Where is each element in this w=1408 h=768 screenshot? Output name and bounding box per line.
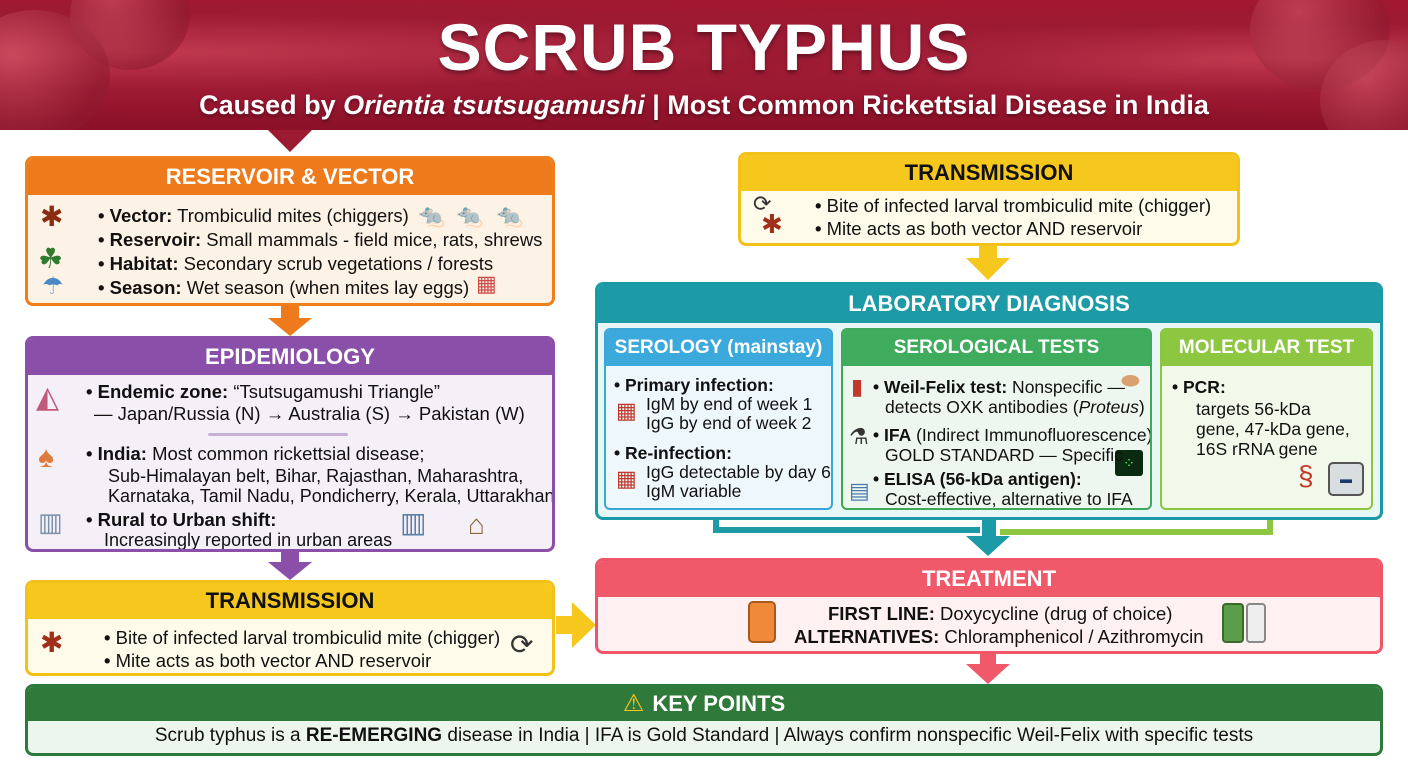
key-points-header: ⚠ KEY POINTS [28,687,1380,721]
calendar-icon: ▦ [616,466,637,491]
reservoir-vector-title: RESERVOIR & VECTOR [28,159,552,195]
pcr-line-2: gene, 47-kDa gene, [1196,419,1350,439]
house-icon: ⌂ [468,509,485,540]
mouse-icon: 🐀 [496,203,524,228]
pill-bottle-icon [1246,603,1266,643]
tick-icon: ✱ [40,201,64,232]
molecular-test-title: MOLECULAR TEST [1162,330,1371,366]
pcr-line-3: 16S rRNA gene [1196,439,1318,459]
treatment-box: TREATMENT FIRST LINE: Doxycycline (drug … [595,558,1383,654]
tick-icon: ✱ [40,627,64,658]
serological-tests-box: SEROLOGICAL TESTS ▮ ⬬ ⚗ ⁘ ▤ • Weil-Felix… [841,328,1152,510]
warning-icon: ⚠ [622,690,645,717]
endemic-zone-item: • Endemic zone: “Tsutsugamushi Triangle” [86,381,440,402]
city-icon: ▥ [400,507,427,538]
calendar-icon: ▦ [476,271,497,296]
header-banner: SCRUB TYPHUS Caused by Orientia tsutsuga… [0,0,1408,130]
key-points-box: ⚠ KEY POINTS Scrub typhus is a RE-EMERGIN… [25,684,1383,756]
first-line-item: FIRST LINE: Doxycycline (drug of choice) [828,603,1173,624]
reinfection-2: IgM variable [646,481,742,501]
bush-icon: ☘ [38,243,64,274]
bacteria-icon: ⬬ [1121,368,1140,393]
primary-infection-1: IgM by end of week 1 [646,394,813,414]
buildings-icon: ▥ [38,507,63,537]
calendar-icon: ▦ [616,398,637,423]
india-detail-1: Sub-Himalayan belt, Bihar, Rajasthan, Ma… [108,466,524,486]
serology-box: SEROLOGY (mainstay) ▦ ▦ • Primary infect… [604,328,833,510]
alternatives-item: ALTERNATIVES: Chloramphenicol / Azithrom… [794,626,1204,647]
rain-icon: ☂ [42,273,64,300]
map-icon: ◭ [36,381,60,414]
weil-felix-item: • Weil-Felix test: Nonspecific — [873,377,1125,397]
ifa-item: • IFA (Indirect Immunofluorescence): [873,425,1152,445]
urban-shift-item: • Rural to Urban shift: [86,509,277,530]
transmission-left-title: TRANSMISSION [28,583,552,619]
vector-item: • Vector: Trombiculid mites (chiggers) [98,205,409,226]
cycle-icon: ⟳ [753,191,772,216]
key-points-text: Scrub typhus is a RE-EMERGING disease in… [154,725,1254,746]
season-item: • Season: Wet season (when mites lay egg… [98,277,470,298]
transmission-right-title: TRANSMISSION [741,155,1237,191]
primary-infection-2: IgG by end of week 2 [646,413,812,433]
epidemiology-title: EPIDEMIOLOGY [28,339,552,375]
pill-bottle-icon [748,601,776,643]
treatment-title: TREATMENT [598,561,1380,597]
key-points-title: KEY POINTS [652,691,786,716]
reservoir-item: • Reservoir: Small mammals - field mice,… [98,229,543,250]
tick-icon: ✱ [761,209,783,239]
pcr-label: • PCR: [1172,377,1226,397]
dna-icon: § [1298,460,1314,491]
fluorescence-icon: ⁘ [1115,450,1143,476]
weil-felix-detail: detects OXK antibodies (Proteus) [885,397,1145,417]
transmission-box-right: TRANSMISSION ⟳ ✱ • Bite of infected larv… [738,152,1240,246]
endemic-zone-detail: — Japan/Russia (N) → Australia (S) → Pak… [94,403,525,424]
reinfection-1: IgG detectable by day 6 [646,462,831,482]
transmission-right-line-2: • Mite acts as both vector AND reservoir [815,218,1143,239]
pcr-machine-icon: ▬ [1328,462,1364,496]
transmission-box-left: TRANSMISSION ✱ ⟳ • Bite of infected larv… [25,580,555,676]
mouse-icon: 🐀 [418,203,446,228]
page-title: SCRUB TYPHUS [437,10,971,84]
cycle-icon: ⟳ [510,629,534,660]
lab-diagnosis-title: LABORATORY DIAGNOSIS [598,285,1380,323]
elisa-detail: Cost-effective, alternative to IFA [885,489,1133,509]
molecular-test-box: MOLECULAR TEST § ▬ • PCR: targets 56-kDa… [1160,328,1373,510]
transmission-right-line-1: • Bite of infected larval trombiculid mi… [815,195,1212,216]
india-detail-2: Karnataka, Tamil Nadu, Pondicherry, Kera… [108,486,555,506]
microscope-icon: ⚗ [849,424,869,449]
reservoir-vector-box: RESERVOIR & VECTOR ✱ ☘ ☂ 🐀 🐀 🐀 ▦ • Vecto… [25,156,555,306]
pcr-line-1: targets 56-kDa [1196,399,1311,419]
habitat-item: • Habitat: Secondary scrub vegetations /… [98,253,494,274]
epidemiology-box: EPIDEMIOLOGY ◭ ♠ ▥ ▥ ⌂ • Endemic zone: “… [25,336,555,552]
serology-title: SEROLOGY (mainstay) [606,330,831,366]
india-item: • India: Most common rickettsial disease… [86,443,425,464]
pill-bottle-icon [1222,603,1244,643]
separator-line [208,433,348,436]
elisa-item: • ELISA (56-kDa antigen): [873,469,1082,489]
transmission-left-line-1: • Bite of infected larval trombiculid mi… [104,627,501,648]
serological-tests-title: SEROLOGICAL TESTS [843,330,1150,366]
elisa-plate-icon: ▤ [849,478,870,503]
primary-infection-label: • Primary infection: [614,375,774,395]
india-map-icon: ♠ [38,441,54,474]
test-tube-icon: ▮ [851,374,864,399]
reinfection-label: • Re-infection: [614,443,732,463]
page-subtitle: Caused by Orientia tsutsugamushi | Most … [199,90,1209,120]
ifa-detail: GOLD STANDARD — Specific [885,445,1123,465]
transmission-left-line-2: • Mite acts as both vector AND reservoir [104,650,432,671]
mouse-icon: 🐀 [456,203,484,228]
urban-shift-detail: Increasingly reported in urban areas [104,530,393,550]
